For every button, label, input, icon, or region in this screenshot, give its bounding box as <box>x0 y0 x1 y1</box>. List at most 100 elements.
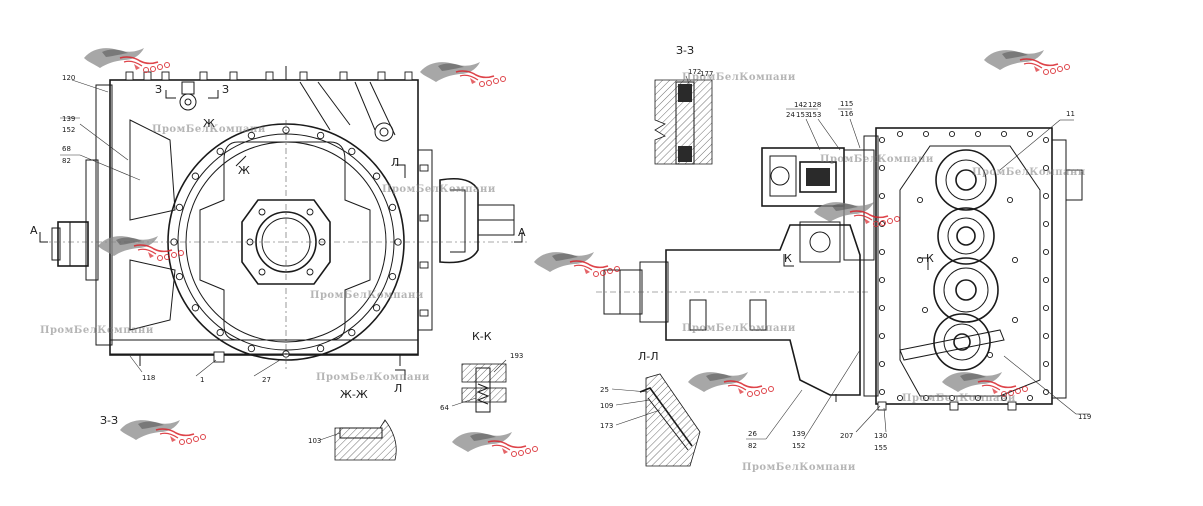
callout-193: 193 <box>510 352 523 360</box>
callout-139: 139 <box>62 115 75 123</box>
logo-watermark <box>687 371 775 398</box>
bolt <box>1042 164 1050 172</box>
callout-11: 11 <box>1066 110 1075 118</box>
callout-173: 173 <box>600 422 613 430</box>
title-zz-right: З-З <box>676 44 694 57</box>
section-mark-k-b: К <box>926 252 934 265</box>
callout-139b: 139 <box>792 430 805 438</box>
bolt <box>1011 316 1019 324</box>
section-mark-l: Л <box>391 156 399 169</box>
callout-82: 82 <box>62 157 71 165</box>
bolt <box>1042 332 1050 340</box>
bolt <box>1026 394 1034 402</box>
title-kk: К-К <box>472 330 492 343</box>
bolt <box>372 172 381 180</box>
watermark-text: ПромБелКомпани <box>972 167 1086 178</box>
left-callouts: 120 139 152 68 82 118 1 27 З З Ж Ж Л Л А… <box>30 74 526 395</box>
bolt <box>1000 130 1008 138</box>
bolt <box>216 147 224 156</box>
bolt <box>316 344 325 353</box>
callout-130: 130 <box>874 432 887 440</box>
logo-watermark <box>97 235 185 262</box>
left-main-view <box>39 66 530 380</box>
detail-zz-right: З-З 172 177 <box>654 44 713 165</box>
title-ll: Л-Л <box>638 350 659 363</box>
section-mark-zh: Ж <box>203 117 215 130</box>
watermark-text: ПромБелКомпани <box>820 154 934 165</box>
section-mark-a: А <box>30 224 38 237</box>
callout-24: 24 <box>786 111 795 119</box>
bolt <box>388 203 397 212</box>
section-mark-k: К <box>784 252 792 265</box>
section-mark-a-b: А <box>518 226 526 239</box>
watermark-text: ПромБелКомпани <box>742 462 856 473</box>
bolt <box>878 388 886 396</box>
callout-152b: 152 <box>792 442 805 450</box>
bolt <box>948 394 956 402</box>
watermark-text: ПромБелКомпани <box>682 72 796 83</box>
bolt <box>247 131 256 140</box>
detail-zhzh: Ж-Ж 103 <box>308 388 397 461</box>
section-mark-zh-b: Ж <box>238 164 250 177</box>
callout-25: 25 <box>600 386 609 394</box>
logo-watermark <box>983 49 1071 76</box>
bolt <box>896 130 904 138</box>
bolt <box>175 203 184 212</box>
bolt <box>175 272 184 281</box>
callout-128: 128 <box>808 101 821 109</box>
callout-207: 207 <box>840 432 853 440</box>
callout-172: 172 <box>688 68 701 76</box>
bolt <box>986 351 994 359</box>
bolt <box>216 328 224 337</box>
right-callouts: 142 24 153 128 153 115 116 11 25 109 173… <box>600 100 1091 452</box>
watermark-text: ПромБелКомпани <box>40 325 154 336</box>
callout-153b: 153 <box>808 111 821 119</box>
watermark-text: ПромБелКомпани <box>682 323 796 334</box>
callout-103: 103 <box>308 437 321 445</box>
callout-118: 118 <box>142 374 155 382</box>
bolt <box>922 130 930 138</box>
bolt <box>1042 220 1050 228</box>
bolt <box>191 304 200 312</box>
callout-152: 152 <box>62 126 75 134</box>
callout-116: 116 <box>840 110 854 118</box>
callout-177: 177 <box>700 70 713 78</box>
bolt <box>348 328 356 337</box>
bolt <box>922 394 930 402</box>
bolt <box>388 272 397 281</box>
callout-27: 27 <box>262 376 271 384</box>
bolt <box>1042 276 1050 284</box>
bolt <box>191 172 200 180</box>
bolt <box>1026 130 1034 138</box>
bolt <box>1042 248 1050 256</box>
bolt <box>316 131 325 140</box>
title-zhzh: Ж-Ж <box>340 388 368 401</box>
logo-watermark <box>119 419 207 446</box>
bolt <box>348 147 356 156</box>
watermark-text: ПромБелКомпани <box>316 372 430 383</box>
bolt <box>948 130 956 138</box>
bolt <box>1042 360 1050 368</box>
section-mark-l-b: Л <box>394 382 402 395</box>
detail-ll: Л-Л <box>638 350 701 467</box>
bolt <box>878 332 886 340</box>
bolt <box>974 394 982 402</box>
bolt <box>1042 192 1050 200</box>
bolt <box>878 136 886 144</box>
logo-watermark <box>533 251 621 278</box>
bolt <box>1042 136 1050 144</box>
watermark-text: ПромБелКомпани <box>310 290 424 301</box>
bolt <box>878 360 886 368</box>
callout-1: 1 <box>200 376 204 384</box>
bolt <box>1011 256 1019 264</box>
bolt <box>372 304 381 312</box>
watermark-text: ПромБелКомпани <box>902 393 1016 404</box>
logo-watermark <box>83 47 171 74</box>
watermark-texts: ПромБелКомпани ПромБелКомпани ПромБелКом… <box>40 72 1086 473</box>
bolt <box>974 130 982 138</box>
logo-watermark <box>419 61 507 88</box>
bolt <box>878 304 886 312</box>
bolt <box>878 192 886 200</box>
